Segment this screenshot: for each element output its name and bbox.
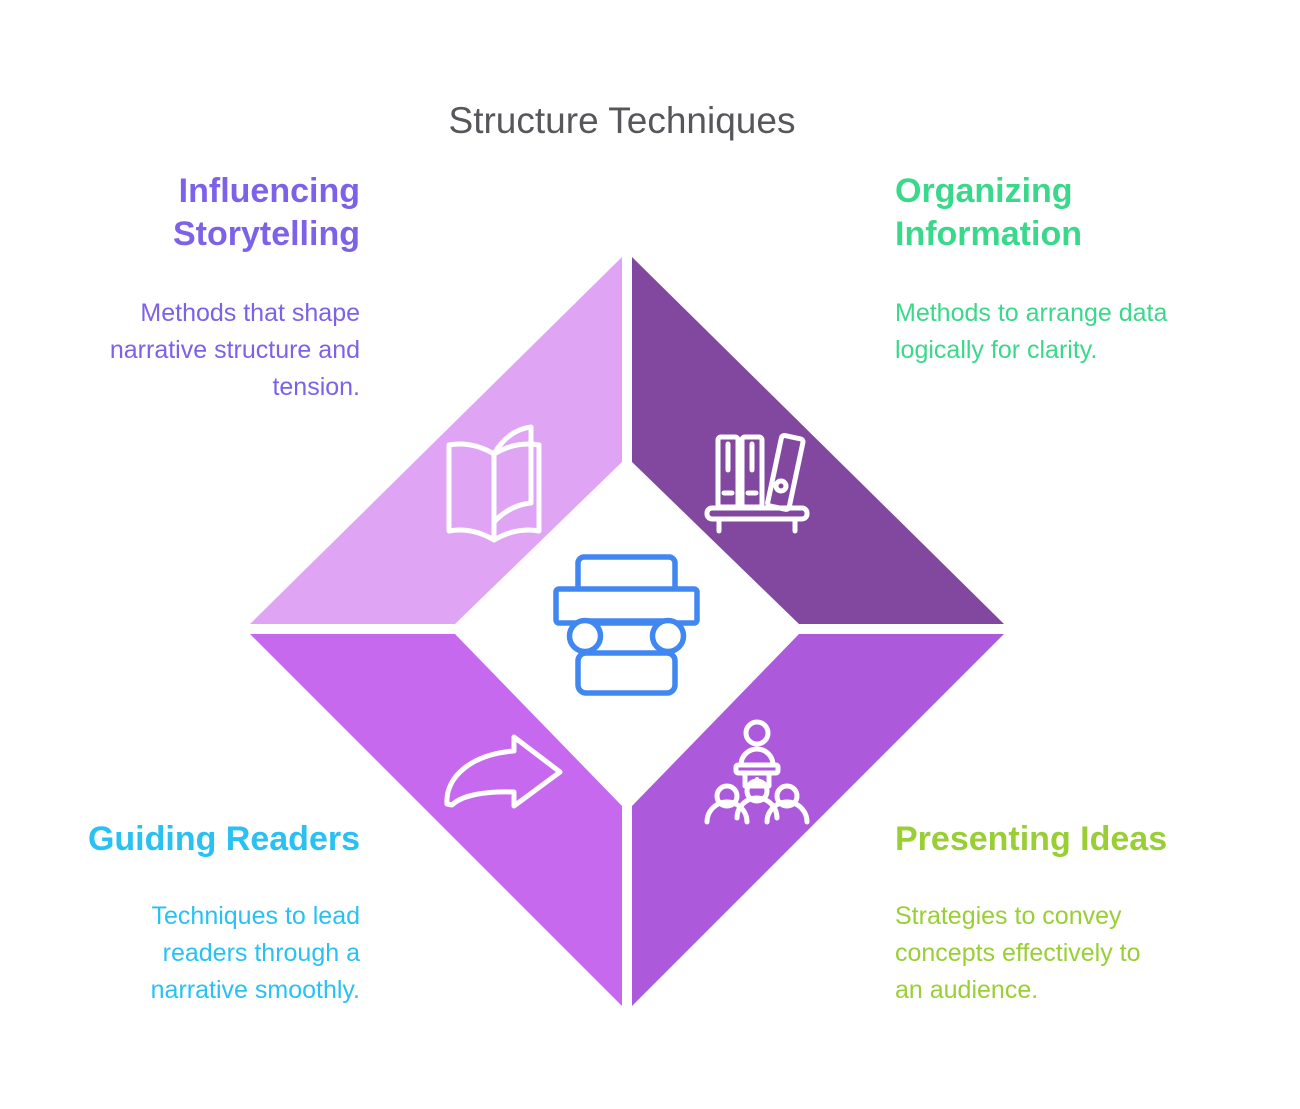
quadrant-description: Methods to arrange data logically for cl… (895, 295, 1240, 369)
quadrant-heading: Guiding Readers (56, 818, 360, 861)
presenter-audience-icon (704, 719, 810, 825)
description-line: tension. (272, 373, 360, 401)
description-line: readers through a (162, 939, 360, 967)
heading-line: Presenting Ideas (895, 820, 1168, 858)
description-line: an audience. (895, 976, 1039, 1004)
heading-line: Storytelling (172, 215, 360, 253)
binders-shelf-icon (704, 433, 810, 534)
quadrant-block-influencing-storytelling: Influencing Storytelling Methods that sh… (56, 170, 360, 406)
segment-bottom-left (250, 634, 622, 1006)
quadrant-block-guiding-readers: Guiding Readers Techniques to lead reade… (56, 818, 360, 1009)
open-book-icon (446, 424, 542, 543)
quadrant-description: Strategies to convey concepts effectivel… (895, 898, 1240, 1009)
quadrant-description: Techniques to lead readers through a nar… (56, 898, 360, 1009)
heading-line: Influencing (178, 172, 360, 210)
description-line: Methods to arrange data (895, 299, 1168, 327)
quadrant-block-organizing-information: Organizing Information Methods to arrang… (895, 170, 1240, 369)
description-line: Techniques to lead (151, 902, 360, 930)
description-line: narrative smoothly. (150, 976, 360, 1004)
quadrant-heading: Influencing Storytelling (56, 170, 360, 256)
printing-press-icon (553, 554, 700, 696)
quadrant-block-presenting-ideas: Presenting Ideas Strategies to convey co… (895, 818, 1240, 1009)
description-line: Strategies to convey (895, 902, 1122, 930)
heading-line: Information (895, 215, 1082, 253)
quadrant-heading: Organizing Information (895, 170, 1240, 256)
description-line: logically for clarity. (895, 336, 1098, 364)
page-title: Structure Techniques (448, 100, 796, 141)
quadrant-description: Methods that shape narrative structure a… (56, 295, 360, 406)
curved-arrow-icon (444, 734, 563, 809)
description-line: Methods that shape (140, 299, 360, 327)
segment-bottom-right (632, 634, 1004, 1006)
description-line: concepts effectively to (895, 939, 1141, 967)
description-line: narrative structure and (109, 336, 360, 364)
segment-top-right (632, 257, 1004, 624)
quadrant-heading: Presenting Ideas (895, 818, 1240, 861)
heading-line: Organizing (895, 172, 1073, 210)
heading-line: Guiding Readers (87, 820, 360, 858)
